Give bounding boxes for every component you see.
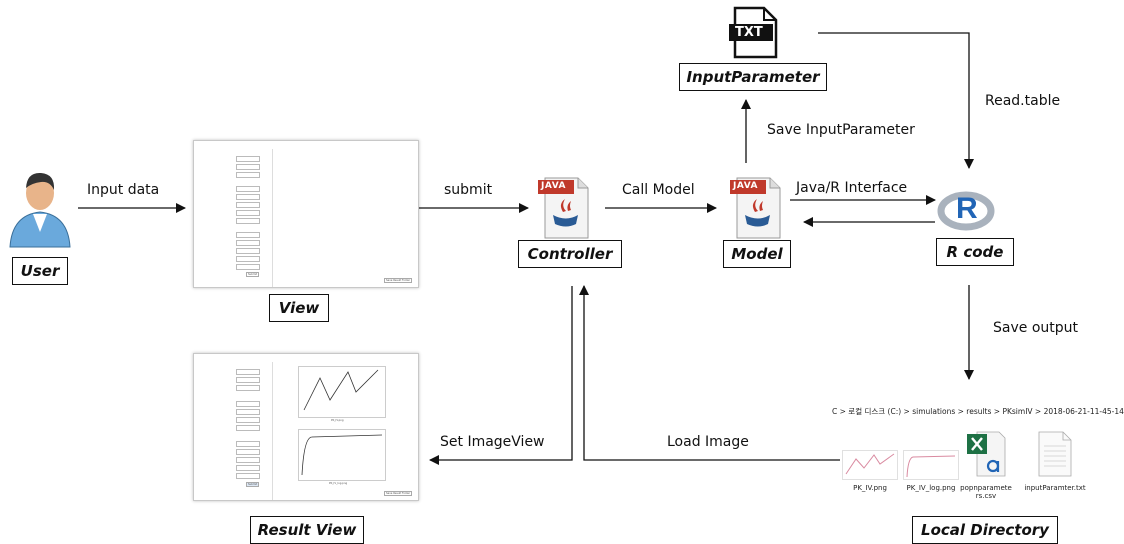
form-input — [236, 401, 260, 407]
form-input — [236, 385, 260, 391]
form-input — [236, 156, 260, 162]
edge-label-save-input-parameter: Save InputParameter — [767, 122, 915, 138]
edge-label-read-table: Read.table — [985, 93, 1061, 109]
form-input — [236, 256, 260, 262]
edge-label-input-data: Input data — [87, 182, 160, 198]
form-input — [236, 186, 260, 192]
form-input — [236, 473, 260, 479]
arrow-load-image — [579, 285, 840, 461]
node-label-user: User — [12, 257, 68, 285]
node-label-r-code: R code — [936, 238, 1014, 266]
arrow-set-image-view — [429, 286, 573, 465]
edge-label-save-output: Save output — [993, 320, 1078, 336]
node-label-model: Model — [723, 240, 791, 268]
form-input — [236, 425, 260, 431]
java-file-icon — [538, 177, 589, 239]
directory-breadcrumb: C > 로컬 디스크 (C:) > simulations > results … — [832, 407, 1124, 416]
node-label-view: View — [269, 294, 329, 322]
form-input — [236, 369, 260, 375]
result-view-screenshot: Submit PK_IV.png PK_IV_log.png Save Resu… — [193, 353, 419, 501]
node-label-result-view: Result View — [250, 516, 364, 544]
form-input — [236, 232, 260, 238]
r-logo-icon — [937, 191, 995, 231]
form-input — [236, 465, 260, 471]
pk-iv-log-plot — [298, 429, 386, 481]
edge-label-java-r-interface: Java/R Interface — [796, 180, 908, 196]
form-input — [236, 441, 260, 447]
edge-label-call-model: Call Model — [622, 182, 695, 198]
form-input — [236, 264, 260, 270]
edge-label-set-image-view: Set ImageView — [440, 434, 545, 450]
result-form-panel — [194, 362, 273, 500]
view-form-panel — [194, 149, 273, 287]
form-input — [236, 377, 260, 383]
form-input — [236, 417, 260, 423]
save-result-button: Save Result Folder — [384, 278, 413, 283]
edge-label-load-image: Load Image — [667, 434, 749, 450]
txt-badge: TXT — [735, 25, 763, 40]
save-result-button: Save Result Folder — [384, 491, 413, 496]
edge-label-submit: submit — [444, 182, 493, 198]
architecture-diagram — [9, 6, 995, 465]
form-input — [236, 172, 260, 178]
form-input — [236, 202, 260, 208]
arrow-read-table — [818, 32, 974, 169]
form-input — [236, 210, 260, 216]
node-label-local-directory: Local Directory — [912, 516, 1058, 544]
form-input — [236, 218, 260, 224]
file-name[interactable]: PK_IV_log.png — [906, 484, 956, 492]
node-label-controller: Controller — [518, 240, 622, 268]
pk-iv-log-file-thumbnail — [903, 450, 959, 480]
txt-file-thumbnail-icon — [1038, 431, 1072, 477]
view-screenshot: Submit Save Result Folder — [193, 140, 419, 288]
pk-iv-log-caption: PK_IV_log.png — [329, 482, 348, 485]
form-input — [236, 409, 260, 415]
form-submit-button: Submit — [246, 272, 260, 277]
file-name[interactable]: inputParamter.txt — [1024, 484, 1086, 492]
excel-csv-icon — [967, 431, 1006, 477]
user-icon — [9, 172, 71, 248]
java-file-icon — [730, 177, 781, 239]
java-badge: JAVA — [541, 181, 567, 191]
form-input — [236, 457, 260, 463]
r-logo-letter: R — [956, 192, 978, 225]
file-name[interactable]: popnparameters.csv — [960, 484, 1012, 500]
form-input — [236, 194, 260, 200]
txt-file-icon — [729, 6, 778, 59]
form-input — [236, 449, 260, 455]
form-input — [236, 164, 260, 170]
form-submit-button: Submit — [246, 482, 260, 487]
pk-iv-file-thumbnail — [842, 450, 898, 480]
node-label-input-parameter: InputParameter — [679, 63, 827, 91]
java-badge: JAVA — [733, 181, 759, 191]
form-input — [236, 248, 260, 254]
file-name[interactable]: PK_IV.png — [853, 484, 887, 492]
form-input — [236, 240, 260, 246]
pk-iv-plot — [298, 366, 386, 418]
pk-iv-caption: PK_IV.png — [331, 419, 344, 422]
